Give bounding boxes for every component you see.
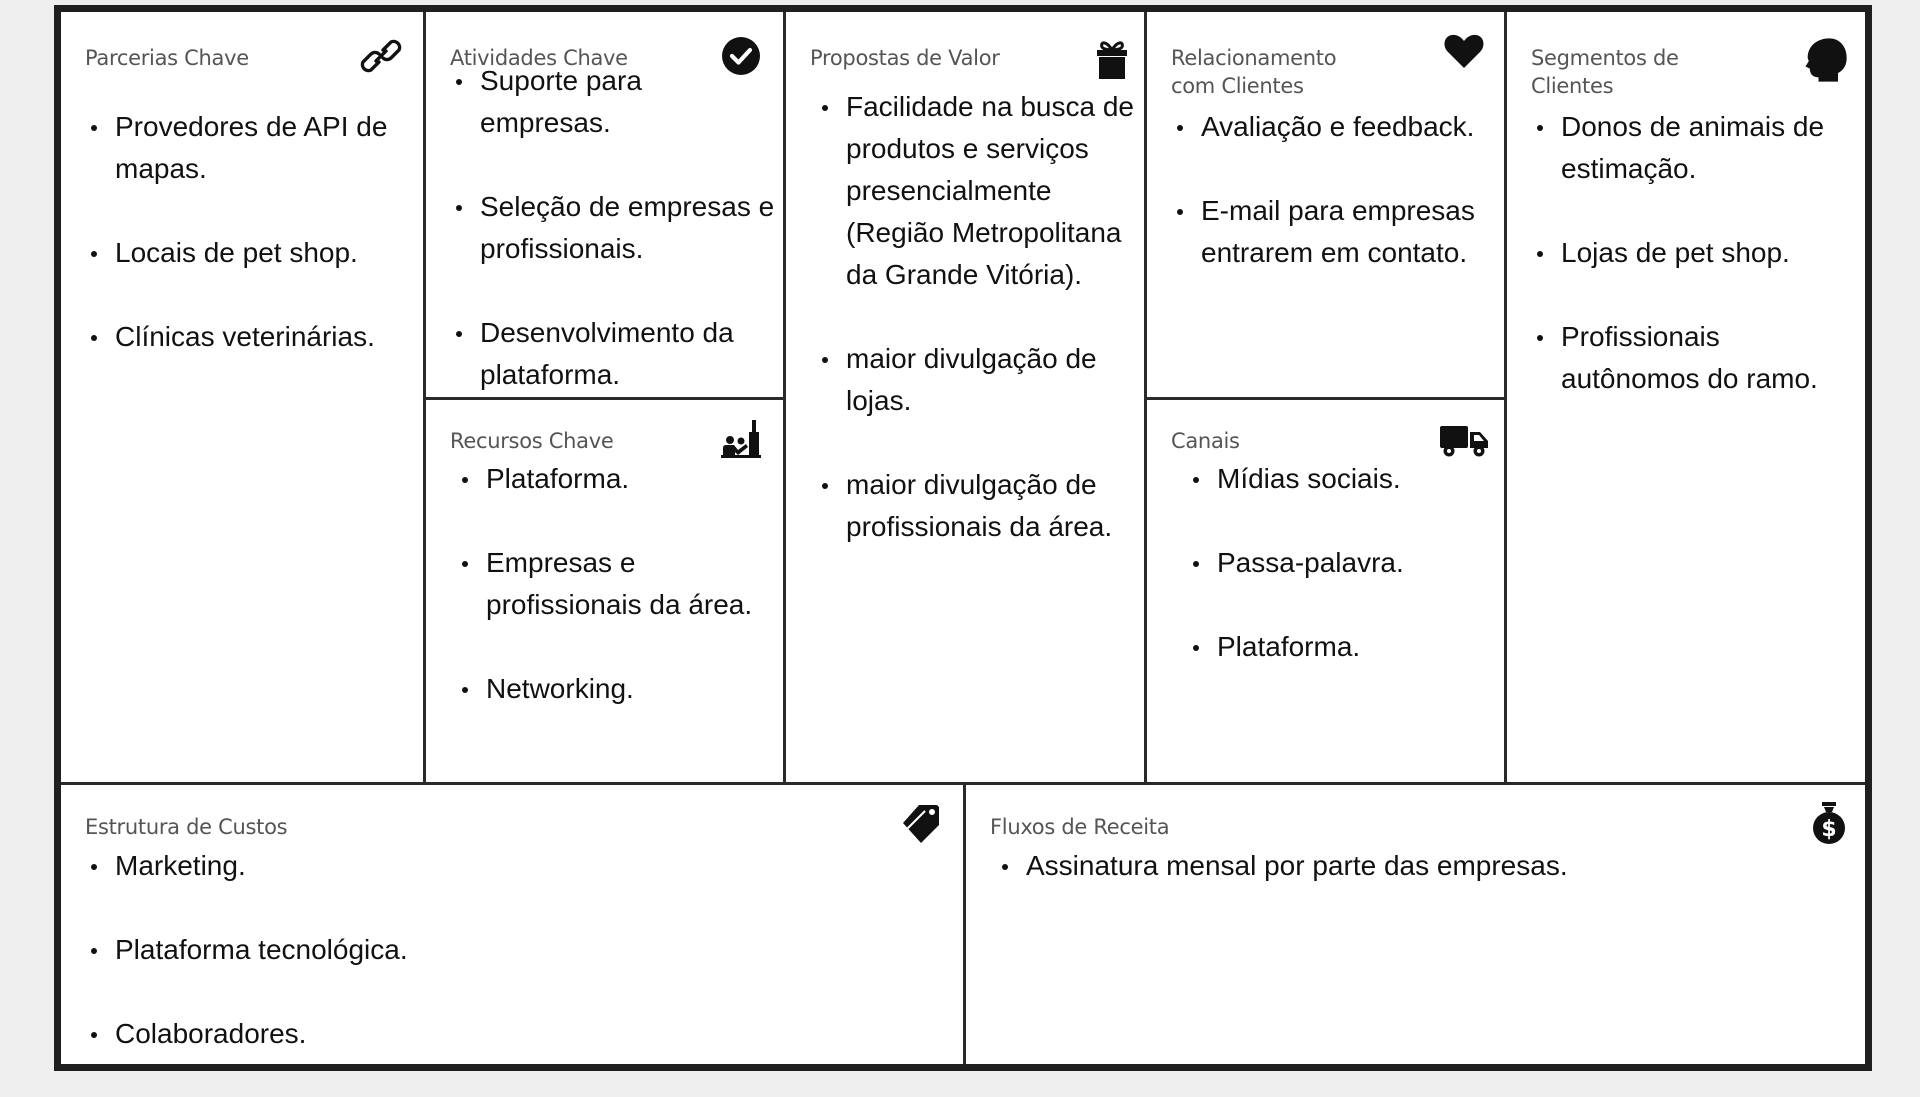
list-item: Plataforma tecnológica. <box>85 929 955 971</box>
item-list: Avaliação e feedback. E-mail para empres… <box>1171 106 1500 316</box>
block-title-line: Clientes <box>1531 74 1614 98</box>
divider <box>1147 397 1504 400</box>
item-list: Marketing. Plataforma tecnológica. Colab… <box>85 845 955 1097</box>
block-title: Segmentos de Clientes <box>1531 44 1679 100</box>
cost-structure-block: Estrutura de Custos Marketing. Plataform… <box>61 785 963 1064</box>
list-item: Suporte para empresas. <box>450 60 779 144</box>
svg-text:$: $ <box>1821 817 1836 842</box>
block-title: Relacionamento com Clientes <box>1171 44 1337 100</box>
list-item: Empresas e profissionais da área. <box>456 542 779 626</box>
list-item: Plataforma. <box>1187 626 1500 668</box>
channels-block: Canais Mídias sociais. Passa-palavra. Pl… <box>1147 400 1504 782</box>
list-item: Networking. <box>456 668 779 710</box>
item-list: Suporte para empresas. Seleção de empres… <box>450 60 779 438</box>
list-item: Assinatura mensal por parte das empresas… <box>996 845 1857 887</box>
list-item: Passa-palavra. <box>1187 542 1500 584</box>
list-item: Desenvolvimento da plataforma. <box>450 312 779 396</box>
divider <box>61 782 1865 785</box>
customer-segments-block: Segmentos de Clientes Donos de animais d… <box>1507 12 1865 782</box>
checkmark-icon <box>722 37 760 75</box>
list-item: Clínicas veterinárias. <box>85 316 415 358</box>
revenue-streams-block: Fluxos de Receita $ Assinatura mensal po… <box>966 785 1865 1064</box>
factory-workers-icon <box>721 420 761 458</box>
list-item: Seleção de empresas e profissionais. <box>450 186 779 270</box>
divider <box>1144 12 1147 785</box>
list-item: Colaboradores. <box>85 1013 955 1055</box>
block-title-line: Relacionamento <box>1171 46 1337 70</box>
divider <box>1504 12 1507 785</box>
list-item: maior divulgação de lojas. <box>816 338 1140 422</box>
key-partners-block: Parcerias Chave Provedores de API de map… <box>61 12 423 782</box>
item-list: Plataforma. Empresas e profissionais da … <box>456 458 779 752</box>
list-item: Lojas de pet shop. <box>1531 232 1863 274</box>
divider <box>426 397 783 400</box>
list-item: Avaliação e feedback. <box>1171 106 1500 148</box>
list-item: Profissionais autônomos do ramo. <box>1531 316 1863 400</box>
list-item: Plataforma. <box>456 458 779 500</box>
money-bag-icon: $ <box>1813 802 1845 844</box>
list-item: Donos de animais de estimação. <box>1531 106 1863 190</box>
list-item: Provedores de API de mapas. <box>85 106 415 190</box>
heart-icon <box>1444 34 1484 68</box>
divider <box>963 785 966 1064</box>
item-list: Assinatura mensal por parte das empresas… <box>996 845 1857 929</box>
item-list: Facilidade na busca de produtos e serviç… <box>816 86 1140 590</box>
list-item: maior divulgação de profissionais da áre… <box>816 464 1140 548</box>
list-item: E-mail para empresas entrarem em contato… <box>1171 190 1500 274</box>
list-item: Mídias sociais. <box>1187 458 1500 500</box>
business-model-canvas: Parcerias Chave Provedores de API de map… <box>54 5 1872 1071</box>
block-title: Fluxos de Receita <box>990 815 1170 839</box>
divider <box>423 12 426 785</box>
link-icon <box>360 39 402 73</box>
list-item: Marketing. <box>85 845 955 887</box>
divider <box>783 12 786 785</box>
block-title-line: com Clientes <box>1171 74 1304 98</box>
list-item: Facilidade na busca de produtos e serviç… <box>816 86 1140 296</box>
block-title: Estrutura de Custos <box>85 815 288 839</box>
item-list: Provedores de API de mapas. Locais de pe… <box>85 106 415 400</box>
block-title: Canais <box>1171 429 1240 453</box>
gift-icon <box>1097 41 1127 79</box>
block-title: Atividades Chave <box>450 46 628 70</box>
truck-icon <box>1440 426 1488 457</box>
value-propositions-block: Propostas de Valor Facilidade na busca d… <box>786 12 1144 782</box>
list-item: Locais de pet shop. <box>85 232 415 274</box>
item-list: Mídias sociais. Passa-palavra. Plataform… <box>1187 458 1500 710</box>
key-resources-block: Recursos Chave Plataforma. Empresas e pr… <box>426 400 783 782</box>
block-title: Propostas de Valor <box>810 46 1000 70</box>
head-profile-icon <box>1805 38 1847 82</box>
block-title: Parcerias Chave <box>85 46 249 70</box>
price-tag-icon <box>903 805 939 843</box>
item-list: Donos de animais de estimação. Lojas de … <box>1531 106 1863 442</box>
block-title-line: Segmentos de <box>1531 46 1679 70</box>
customer-relationships-block: Relacionamento com Clientes Avaliação e … <box>1147 12 1504 397</box>
block-title: Recursos Chave <box>450 429 614 453</box>
key-activities-block: Atividades Chave Suporte para empresas. … <box>426 12 783 397</box>
